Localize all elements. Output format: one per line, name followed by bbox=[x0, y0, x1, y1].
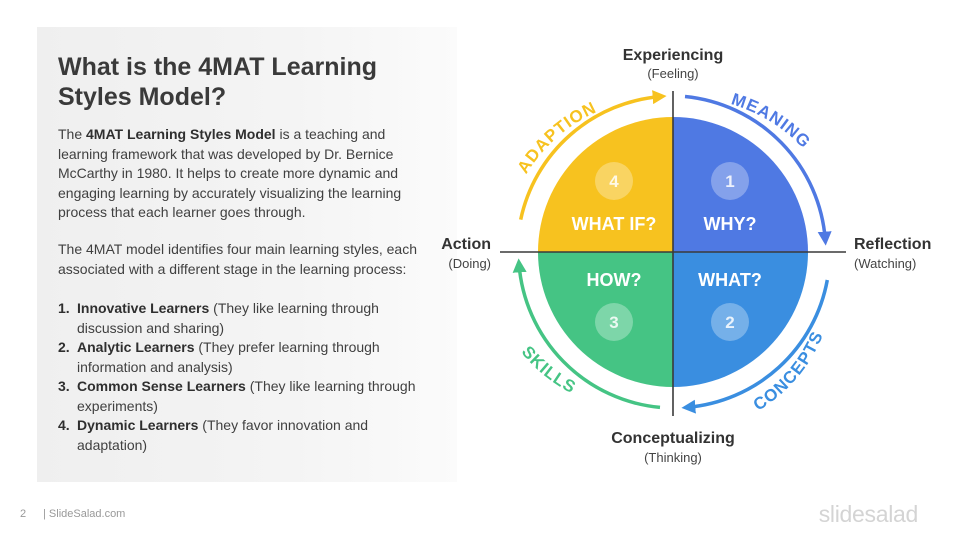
axis-label-right: Reflection bbox=[854, 236, 931, 253]
axis-label-bottom: Conceptualizing bbox=[611, 430, 735, 447]
footer-site-link[interactable]: | SlideSalad.com bbox=[43, 508, 126, 520]
quadrant-why bbox=[673, 117, 808, 252]
axis-sub-bottom: (Thinking) bbox=[644, 450, 702, 465]
page-number: 2 bbox=[20, 508, 27, 520]
text-panel-background bbox=[37, 27, 457, 482]
list-number: 4. bbox=[58, 417, 70, 433]
quadrant-question: WHY? bbox=[704, 214, 757, 234]
list-number: 3. bbox=[58, 378, 70, 394]
style-desc: (They like learning through discussion a… bbox=[77, 300, 379, 336]
brand-logo: slidesalad bbox=[818, 501, 919, 527]
style-desc: (They favor innovation and adaptation) bbox=[77, 417, 369, 453]
list-number: 1. bbox=[58, 300, 70, 316]
style-name: Common Sense Learners bbox=[77, 378, 246, 394]
quadrant-number: 4 bbox=[609, 172, 619, 191]
number-badge bbox=[711, 162, 749, 200]
axis-sub-right: (Watching) bbox=[854, 256, 916, 271]
style-desc: (They prefer learning through informatio… bbox=[77, 339, 380, 375]
arrow-skills bbox=[512, 258, 661, 410]
axis-label-left: Action bbox=[441, 236, 491, 253]
intro-paragraph: The 4MAT Learning Styles Model is a teac… bbox=[58, 125, 430, 223]
style-name: Dynamic Learners bbox=[77, 417, 199, 433]
4mat-diagram: 1 2 3 4 WHY? WHAT? HOW? WHAT IF? MEANING… bbox=[441, 47, 931, 465]
list-item: 4. Dynamic Learners (They favor innovatio… bbox=[58, 416, 438, 455]
quadrant-question: WHAT IF? bbox=[572, 214, 657, 234]
intro-bold: 4MAT Learning Styles Model bbox=[86, 126, 276, 142]
slide-title: What is the 4MAT Learning Styles Model? bbox=[58, 53, 377, 111]
intro-post: is a teaching and learning framework tha… bbox=[58, 126, 402, 220]
axis-label-top: Experiencing bbox=[623, 47, 723, 64]
quadrant-what bbox=[673, 252, 808, 387]
quadrant-number: 1 bbox=[725, 172, 734, 191]
quadrant-what-if bbox=[538, 117, 673, 252]
intro-pre: The bbox=[58, 126, 87, 142]
styles-intro-paragraph: The 4MAT model identifies four main lear… bbox=[58, 241, 417, 277]
number-badge bbox=[595, 303, 633, 341]
style-name: Analytic Learners bbox=[77, 339, 195, 355]
quadrant-number: 3 bbox=[609, 313, 618, 332]
number-badge bbox=[595, 162, 633, 200]
list-item: 3. Common Sense Learners (They like learn… bbox=[58, 377, 438, 416]
quadrant-question: HOW? bbox=[587, 270, 642, 290]
arrow-adaption bbox=[518, 90, 667, 220]
style-desc: (They like learning through experiments) bbox=[77, 378, 416, 414]
quadrant-number: 2 bbox=[725, 313, 734, 332]
arrow-concepts bbox=[681, 279, 830, 414]
quadrant-question: WHAT? bbox=[698, 270, 762, 290]
quadrant-how bbox=[538, 252, 673, 387]
style-name: Innovative Learners bbox=[77, 300, 210, 316]
list-number: 2. bbox=[58, 339, 70, 355]
list-item: 1. Innovative Learners (They like learnin… bbox=[58, 299, 438, 338]
number-badge bbox=[711, 303, 749, 341]
axis-sub-left: (Doing) bbox=[448, 256, 491, 271]
axis-sub-top: (Feeling) bbox=[647, 66, 698, 81]
learning-styles-list: 1. Innovative Learners (They like learnin… bbox=[58, 299, 438, 455]
arrow-meaning bbox=[684, 94, 832, 246]
list-item: 2. Analytic Learners (They prefer learnin… bbox=[58, 338, 438, 377]
